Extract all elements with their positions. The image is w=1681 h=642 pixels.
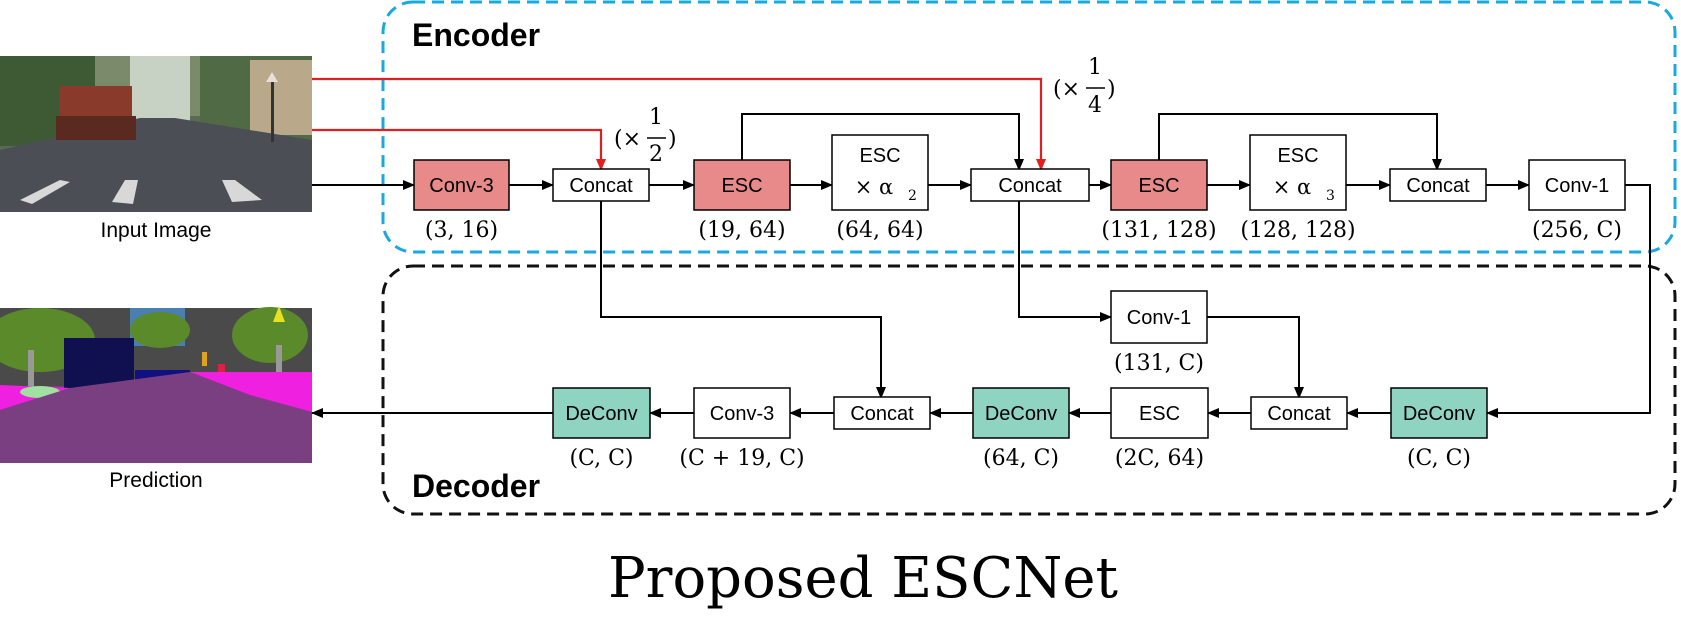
block-concat3: Concat <box>1389 168 1487 202</box>
block-dims: (C, C) <box>569 446 633 471</box>
block-label: ESC <box>1139 403 1180 425</box>
arrow-concat1-to-concat-d2 <box>600 201 886 399</box>
arrow-esc2-skip <box>1158 113 1442 171</box>
block-concat1: Concat <box>552 168 650 202</box>
svg-text:4: 4 <box>1088 93 1102 118</box>
decoder-label: Decoder <box>412 468 540 504</box>
block-label: Conv-3 <box>710 403 774 425</box>
block-label: ESC <box>1277 145 1318 167</box>
block-dims: (2C, 64) <box>1115 446 1204 471</box>
block-concat2: Concat <box>970 168 1090 202</box>
block-concat-d2: Concat <box>833 396 931 430</box>
block-dims: (64, 64) <box>836 218 923 243</box>
svg-text:1: 1 <box>649 105 663 130</box>
input-image-caption: Input Image <box>101 219 212 242</box>
block-dims: (131, 128) <box>1101 218 1216 243</box>
scale-label-quarter: (× 1 4 ) <box>1053 55 1116 118</box>
prediction-caption: Prediction <box>109 469 202 492</box>
block-esc1: ESC (19, 64) <box>693 159 791 243</box>
block-label: Concat <box>1267 403 1331 425</box>
block-dims: (64, C) <box>983 446 1059 471</box>
block-label: Conv-1 <box>1127 307 1191 329</box>
block-concat-d1: Concat <box>1250 396 1348 430</box>
block-dims: (C + 19, C) <box>679 446 804 471</box>
block-conv1dec: Conv-1 (131, C) <box>1110 290 1208 376</box>
block-label: Concat <box>998 175 1062 197</box>
arrow-conv1enc-to-deconv1 <box>1486 184 1651 418</box>
input-image <box>0 56 312 212</box>
block-dims: (128, 128) <box>1240 218 1355 243</box>
svg-text:): ) <box>668 127 677 152</box>
block-multiplier-subscript: 3 <box>1326 188 1335 204</box>
scale-label-half: (× 1 2 ) <box>614 105 677 167</box>
svg-text:2: 2 <box>649 142 663 167</box>
block-label: ESC <box>721 175 762 197</box>
figure-title: Proposed ESCNet <box>608 546 1118 611</box>
skip-arrow-quarter <box>312 77 1046 171</box>
block-label: DeConv <box>1403 403 1475 425</box>
encoder-label: Encoder <box>412 17 540 53</box>
skip-arrow-half <box>312 128 606 171</box>
block-label: DeConv <box>565 403 637 425</box>
block-escdec: ESC (2C, 64) <box>1110 387 1209 471</box>
svg-text:): ) <box>1107 77 1116 102</box>
block-dims: (131, C) <box>1114 351 1204 376</box>
decoder-group <box>381 264 1677 516</box>
block-dims: (19, 64) <box>698 218 785 243</box>
encoder-group <box>381 0 1677 254</box>
block-label: Conv-1 <box>1545 175 1609 197</box>
block-multiplier: × α <box>855 175 893 199</box>
svg-text:(×: (× <box>1053 77 1080 102</box>
block-multiplier-subscript: 2 <box>908 188 917 204</box>
block-escmul3: ESC × α 3 (128, 128) <box>1240 134 1356 243</box>
arrow-esc1-skip <box>741 113 1024 171</box>
block-deconv2: DeConv (64, C) <box>972 387 1070 471</box>
block-label: ESC <box>1138 175 1179 197</box>
block-label: Concat <box>569 175 633 197</box>
block-dims: (256, C) <box>1532 218 1622 243</box>
svg-text:1: 1 <box>1088 55 1102 80</box>
block-label: Conv-3 <box>429 175 493 197</box>
block-multiplier: × α <box>1273 175 1311 199</box>
block-label: DeConv <box>985 403 1057 425</box>
block-label: Concat <box>850 403 914 425</box>
block-conv3: Conv-3 (3, 16) <box>413 159 510 243</box>
block-deconv3: DeConv (C, C) <box>552 387 651 471</box>
block-dims: (C, C) <box>1407 446 1471 471</box>
block-conv3dec: Conv-3 (C + 19, C) <box>679 387 805 471</box>
arrow-concat2-to-conv1dec <box>1018 201 1112 322</box>
svg-text:(×: (× <box>614 127 641 152</box>
block-dims: (3, 16) <box>425 218 498 243</box>
block-label: ESC <box>859 145 900 167</box>
prediction-image <box>0 306 312 463</box>
block-escmul2: ESC × α 2 (64, 64) <box>831 134 929 243</box>
block-deconv1: DeConv (C, C) <box>1390 387 1488 471</box>
block-conv1enc: Conv-1 (256, C) <box>1528 159 1626 243</box>
block-esc2: ESC (131, 128) <box>1101 159 1217 243</box>
block-label: Concat <box>1406 175 1470 197</box>
